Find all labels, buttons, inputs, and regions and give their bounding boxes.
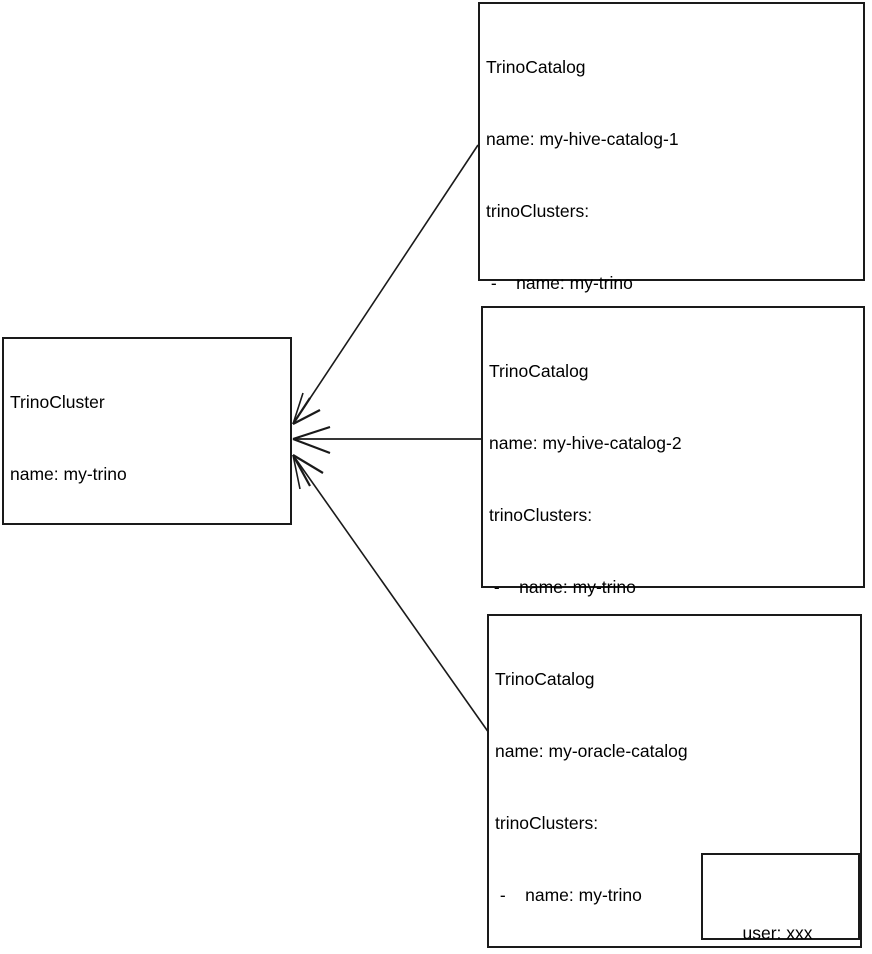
edge-hive-catalog-1-to-cluster — [292, 144, 479, 425]
line: - name: my-trino — [495, 885, 642, 905]
line: name: my-hive-catalog-2 — [489, 433, 682, 453]
node-trino-catalog-hive-1[interactable]: TrinoCatalog name: my-hive-catalog-1 tri… — [478, 2, 865, 653]
node-trino-catalog-oracle[interactable]: TrinoCatalog name: my-oracle-catalog tri… — [487, 614, 862, 948]
line: name: my-oracle-catalog — [495, 741, 688, 761]
node-trino-catalog-hive-2[interactable]: TrinoCatalog name: my-hive-catalog-2 tri… — [481, 306, 865, 885]
line: TrinoCluster — [10, 392, 105, 412]
line: trinoClusters: — [489, 505, 593, 525]
line: - name: my-trino — [486, 273, 633, 293]
line: TrinoCatalog — [489, 361, 589, 381]
node-oracle-credentials-secret[interactable]: user: xxx password: xxx — [701, 853, 860, 943]
line: trinoClusters: — [486, 201, 590, 221]
node-trino-cluster-text: TrinoCluster name: my-trino — [10, 342, 286, 534]
line: user: xxx — [742, 923, 813, 943]
line: name: my-hive-catalog-1 — [486, 129, 679, 149]
edge-oracle-catalog-to-cluster — [292, 454, 490, 734]
node-trino-cluster[interactable]: TrinoCluster name: my-trino — [2, 337, 292, 525]
line: - name: my-trino — [489, 577, 636, 597]
line: TrinoCatalog — [486, 57, 586, 77]
node-trino-catalog-oracle-text: TrinoCatalog name: my-oracle-catalog tri… — [495, 619, 856, 954]
line: name: my-trino — [10, 464, 127, 484]
edge-hive-catalog-2-to-cluster — [292, 425, 481, 455]
line: TrinoCatalog — [495, 669, 595, 689]
line: trinoClusters: — [495, 813, 599, 833]
node-oracle-credentials-secret-text: user: xxx password: xxx — [703, 868, 852, 954]
